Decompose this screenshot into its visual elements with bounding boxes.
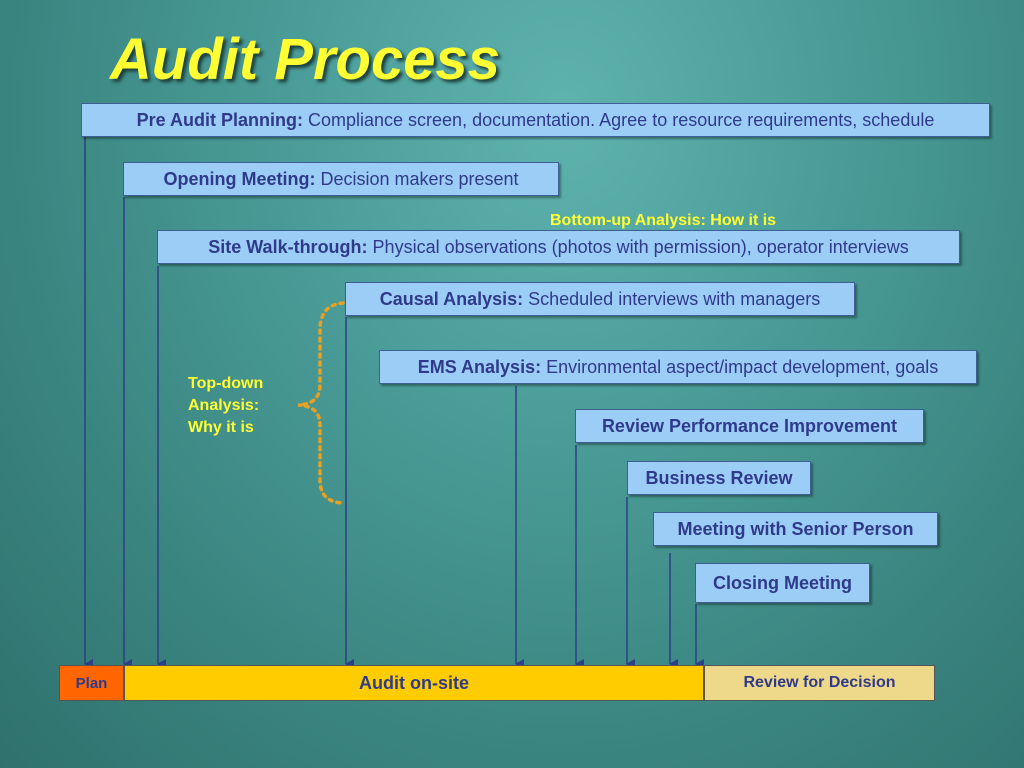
step-label: Pre Audit Planning: <box>136 109 303 130</box>
step-pre-audit-planning: Pre Audit Planning: Compliance screen, d… <box>81 103 990 137</box>
top-down-line-3: Why it is <box>188 419 254 436</box>
top-down-brace <box>297 301 345 505</box>
top-down-line-2: Analysis: <box>188 397 260 414</box>
phase-review-decision: Review for Decision <box>704 665 935 701</box>
step-site-walk-through: Site Walk-through: Physical observations… <box>157 230 960 264</box>
step-label: Closing Meeting <box>713 572 852 593</box>
step-label: Meeting with Senior Person <box>677 518 914 539</box>
step-desc: Decision makers present <box>320 168 519 189</box>
phase-plan-label: Plan <box>75 674 108 692</box>
step-closing-meeting: Closing Meeting <box>695 563 870 603</box>
bottom-up-note: Bottom-up Analysis: How it is <box>550 212 777 229</box>
step-meeting-senior: Meeting with Senior Person <box>653 512 938 546</box>
step-label: Site Walk-through: <box>208 236 368 257</box>
step-label: Business Review <box>645 467 793 488</box>
step-review-performance: Review Performance Improvement <box>575 409 924 443</box>
top-down-note: Top-down Analysis: Why it is <box>188 373 263 439</box>
step-causal-analysis: Causal Analysis: Scheduled interviews wi… <box>345 282 855 316</box>
top-down-line-1: Top-down <box>188 375 264 392</box>
step-opening-meeting: Opening Meeting: Decision makers present <box>123 162 559 196</box>
phase-plan: Plan <box>59 665 124 701</box>
step-business-review: Business Review <box>627 461 811 495</box>
phase-review-label: Review for Decision <box>743 674 896 691</box>
step-label: Opening Meeting: <box>163 168 316 189</box>
step-desc: Environmental aspect/impact development,… <box>546 356 939 377</box>
step-label: EMS Analysis: <box>417 356 542 377</box>
step-desc: Physical observations (photos with permi… <box>372 236 909 257</box>
step-ems-analysis: EMS Analysis: Environmental aspect/impac… <box>379 350 977 384</box>
phase-onsite-label: Audit on-site <box>359 673 469 693</box>
step-label: Review Performance Improvement <box>601 415 898 436</box>
step-desc: Compliance screen, documentation. Agree … <box>308 109 935 130</box>
step-desc: Scheduled interviews with managers <box>528 288 821 309</box>
slide-title: Audit Process <box>110 27 500 92</box>
phase-audit-onsite: Audit on-site <box>124 665 704 701</box>
step-label: Causal Analysis: <box>379 288 524 309</box>
